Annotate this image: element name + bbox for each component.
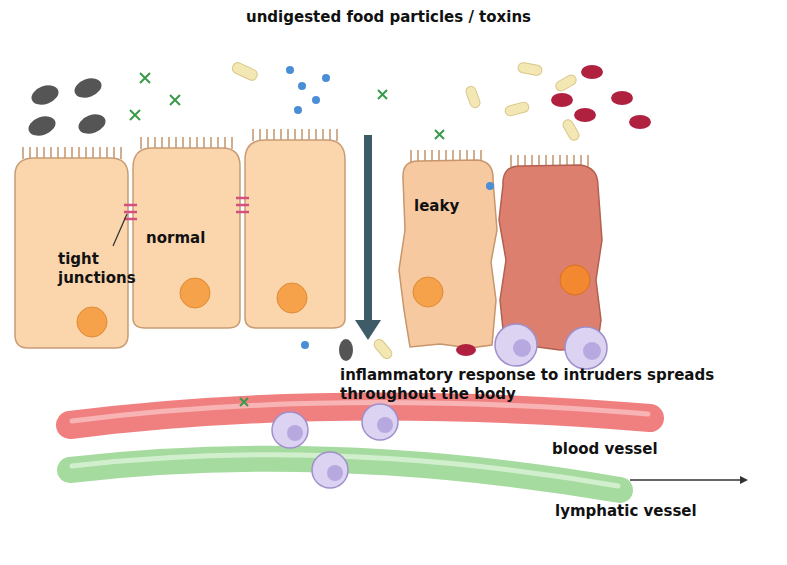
microvillus <box>140 137 142 149</box>
microvillus <box>57 147 59 159</box>
inflamed-cell <box>499 165 602 350</box>
vessel-label: lymphatic vessel <box>555 502 697 521</box>
microvillus <box>154 137 156 149</box>
microvillus <box>231 137 233 149</box>
part-label: tight junctions <box>58 250 138 288</box>
microvillus <box>22 147 24 159</box>
nucleus <box>180 278 210 308</box>
microvillus <box>36 147 38 159</box>
nucleus <box>77 307 107 337</box>
microvillus <box>189 137 191 149</box>
immune-cells <box>272 324 607 488</box>
microvillus <box>308 129 310 141</box>
microvillus <box>259 129 261 141</box>
note-text: inflammatory response to intruders sprea… <box>340 366 730 404</box>
molecules <box>286 66 494 349</box>
microvillus <box>43 147 45 159</box>
microvillus <box>29 147 31 159</box>
microvillus <box>287 129 289 141</box>
passage-arrowhead <box>355 320 381 340</box>
microvillus <box>203 137 205 149</box>
microvillus <box>266 129 268 141</box>
nucleus <box>413 277 443 307</box>
microvillus <box>224 137 226 149</box>
microvillus <box>147 137 149 149</box>
microvillus <box>217 137 219 149</box>
toxin-marks <box>130 73 444 406</box>
cell-label: normal <box>146 229 205 248</box>
immune-nuclei <box>287 339 601 481</box>
normal-cell <box>133 148 240 328</box>
microvillus <box>99 147 101 159</box>
microvillus <box>120 147 122 159</box>
normal-cell <box>245 140 345 328</box>
leader-line <box>113 214 127 246</box>
tight-junction <box>124 198 249 219</box>
microvillus <box>280 129 282 141</box>
blood-vessel-highlight <box>72 403 648 421</box>
microvillus <box>294 129 296 141</box>
microvillus <box>161 137 163 149</box>
particles <box>26 75 353 361</box>
microvillus <box>301 129 303 141</box>
diagram-title: undigested food particles / toxins <box>0 8 782 27</box>
microvillus <box>410 150 412 162</box>
microvillus <box>336 129 338 141</box>
microvillus <box>92 147 94 159</box>
microvillus <box>106 147 108 159</box>
flow-arrow <box>630 479 740 481</box>
nucleus <box>560 265 590 295</box>
microvillus <box>50 147 52 159</box>
microvillus <box>510 155 512 167</box>
microvillus <box>252 129 254 141</box>
microvillus <box>182 137 184 149</box>
microvillus <box>64 147 66 159</box>
microvillus <box>113 147 115 159</box>
microvillus <box>322 129 324 141</box>
microvillus <box>273 129 275 141</box>
microvillus <box>78 147 80 159</box>
leaky-cell <box>399 160 497 348</box>
microvillus <box>85 147 87 159</box>
microvillus <box>517 155 519 167</box>
flow-arrowhead <box>740 476 748 484</box>
microvillus <box>175 137 177 149</box>
microvillus <box>329 129 331 141</box>
cell-label: leaky <box>414 197 459 216</box>
microvillus <box>315 129 317 141</box>
microvillus <box>587 155 589 167</box>
vessel-label: blood vessel <box>552 440 658 459</box>
microvillus <box>71 147 73 159</box>
microvillus <box>210 137 212 149</box>
nucleus <box>277 283 307 313</box>
food-particles <box>231 61 581 361</box>
bacteria <box>456 65 651 356</box>
microvillus <box>168 137 170 149</box>
microvillus <box>196 137 198 149</box>
passage-arrow <box>364 135 372 322</box>
